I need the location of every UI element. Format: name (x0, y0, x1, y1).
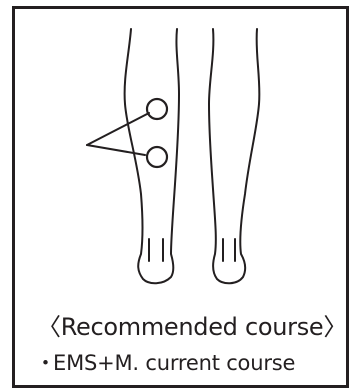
diagram-frame: 〈Recommended course〉 ・EMS+M. current cou… (12, 6, 349, 388)
target-circle-upper (147, 99, 167, 119)
bullet-icon: ・ (35, 349, 53, 377)
recommended-course-title: 〈Recommended course〉 (37, 312, 347, 342)
course-list-item: ・EMS+M. current course (35, 349, 295, 377)
target-circle-lower (147, 147, 167, 167)
right-leg (209, 29, 259, 283)
course-name: EMS+M. current course (53, 351, 295, 375)
left-leg (125, 29, 179, 283)
pointer-line-lower (87, 145, 145, 155)
pointer-line-upper (87, 113, 149, 145)
legs-illustration (15, 9, 346, 299)
